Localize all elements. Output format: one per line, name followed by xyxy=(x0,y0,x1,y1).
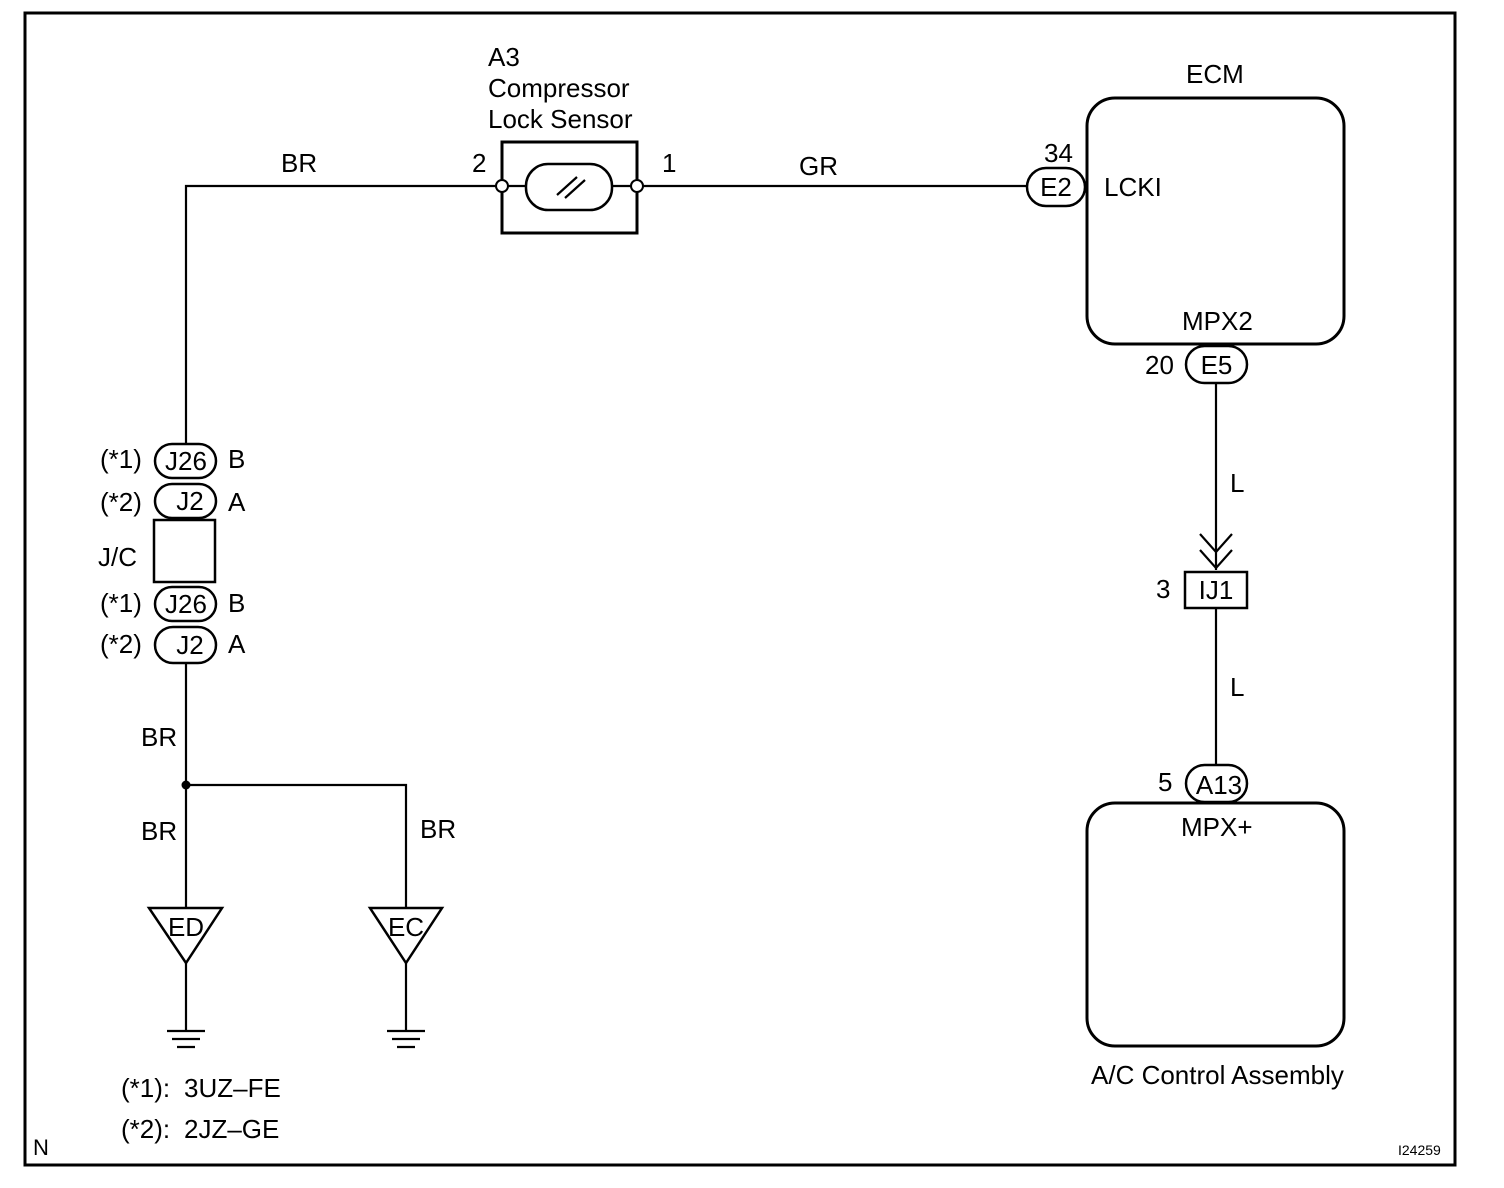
wire-label-br-top: BR xyxy=(281,148,317,178)
ecm: ECM 34 E2 LCKI MPX2 20 E5 xyxy=(1025,59,1346,385)
note-2-tag: (*2): xyxy=(121,1114,170,1144)
splice-dot xyxy=(181,780,191,790)
diagram-frame xyxy=(23,11,1457,1167)
jc-lower-connector-2 xyxy=(153,625,218,665)
jc-upper-connector-2-label: J2 xyxy=(176,486,203,516)
figure-id: I24259 xyxy=(1398,1142,1441,1158)
ij1-pin: 3 xyxy=(1156,574,1170,604)
ac-connector-a13-label: A13 xyxy=(1196,770,1242,800)
jc-upper-note-1: (*1) xyxy=(100,444,142,474)
jc-upper-connector-1 xyxy=(153,442,218,480)
ij1-label: IJ1 xyxy=(1199,575,1234,605)
sensor-symbol-slash-2 xyxy=(564,179,586,199)
wire-label-br-jc-down: BR xyxy=(141,722,177,752)
engine-notes: (*1): 3UZ–FE (*2): 2JZ–GE xyxy=(121,1073,281,1144)
jc-upper-connector-1-label: J26 xyxy=(165,446,207,476)
jc-label: J/C xyxy=(98,542,137,572)
ecm-terminal-lcki: LCKI xyxy=(1104,172,1162,202)
ac-pin: 5 xyxy=(1158,767,1172,797)
sensor-pin-left: 2 xyxy=(472,148,486,178)
wire-br-to-sensor xyxy=(184,184,502,444)
jc-lower-connector-1-label: J26 xyxy=(165,589,207,619)
sensor-ref: A3 xyxy=(488,42,520,72)
ground-ed: ED xyxy=(146,906,225,1049)
jc-upper-note-2: (*2) xyxy=(100,487,142,517)
note-2-text: 2JZ–GE xyxy=(184,1114,279,1144)
wire-br-to-ec xyxy=(186,783,408,908)
wire-label-br-ed: BR xyxy=(141,816,177,846)
compressor-lock-sensor: A3 Compressor Lock Sensor 2 1 xyxy=(472,42,676,235)
note-1-text: 3UZ–FE xyxy=(184,1073,281,1103)
ground-ec-triangle xyxy=(367,906,445,966)
ecm-connector-e2 xyxy=(1025,166,1087,208)
jc-upper-connector-2 xyxy=(153,482,218,520)
ground-ec-symbol-icon xyxy=(387,1029,425,1049)
connector-arrow-chevron-2 xyxy=(1199,549,1233,570)
note-1-tag: (*1): xyxy=(121,1073,170,1103)
ecm-out-pin: 20 xyxy=(1145,350,1174,380)
wire-label-br-ec: BR xyxy=(420,814,456,844)
sensor-coil xyxy=(524,162,614,212)
ij1-box xyxy=(1183,570,1249,610)
ecm-in-pin: 34 xyxy=(1044,138,1073,168)
sensor-terminal-2 xyxy=(495,179,509,193)
ground-ec: EC xyxy=(367,906,445,1049)
jc-box xyxy=(152,518,217,584)
ecm-terminal-mpx2: MPX2 xyxy=(1182,306,1253,336)
ecm-connector-e2-label: E2 xyxy=(1040,172,1072,202)
junction-connector: (*1) J26 B (*2) J2 A J/C (*1) J26 B (*2)… xyxy=(98,442,246,665)
jc-lower-note-2: (*2) xyxy=(100,629,142,659)
jc-lower-connector-2-label: J2 xyxy=(176,630,203,660)
ecm-box xyxy=(1085,96,1346,346)
corner-letter: N xyxy=(33,1135,49,1160)
ground-ed-label: ED xyxy=(168,912,204,942)
ac-connector-a13 xyxy=(1184,763,1249,804)
splice-ij1: IJ1 3 xyxy=(1156,570,1249,610)
wires xyxy=(184,184,1218,1030)
ac-control-title: A/C Control Assembly xyxy=(1091,1060,1344,1090)
sensor-pin-right: 1 xyxy=(662,148,676,178)
ground-ec-label: EC xyxy=(388,912,424,942)
ac-control-assembly: 5 A13 MPX+ A/C Control Assembly xyxy=(1085,763,1346,1090)
sensor-terminal-1 xyxy=(630,179,644,193)
jc-lower-note-1: (*1) xyxy=(100,588,142,618)
ac-terminal-mpx-plus: MPX+ xyxy=(1181,812,1253,842)
ground-ed-triangle xyxy=(146,906,225,966)
wire-label-l-upper: L xyxy=(1230,468,1244,498)
sensor-symbol-slash-1 xyxy=(556,176,578,196)
ecm-title: ECM xyxy=(1186,59,1244,89)
connector-arrow-chevron-1 xyxy=(1199,533,1233,554)
ecm-connector-e5 xyxy=(1184,344,1249,385)
wire-label-gr: GR xyxy=(799,151,838,181)
jc-upper-pin-2: A xyxy=(228,487,246,517)
jc-upper-pin-1: B xyxy=(228,444,245,474)
jc-lower-pin-2: A xyxy=(228,629,246,659)
ecm-connector-e5-label: E5 xyxy=(1201,350,1233,380)
wire-label-l-lower: L xyxy=(1230,672,1244,702)
ground-ed-symbol-icon xyxy=(167,1029,205,1049)
sensor-name-line1: Compressor xyxy=(488,73,630,103)
jc-lower-pin-1: B xyxy=(228,588,245,618)
jc-lower-connector-1 xyxy=(153,585,218,623)
sensor-name-line2: Lock Sensor xyxy=(488,104,633,134)
